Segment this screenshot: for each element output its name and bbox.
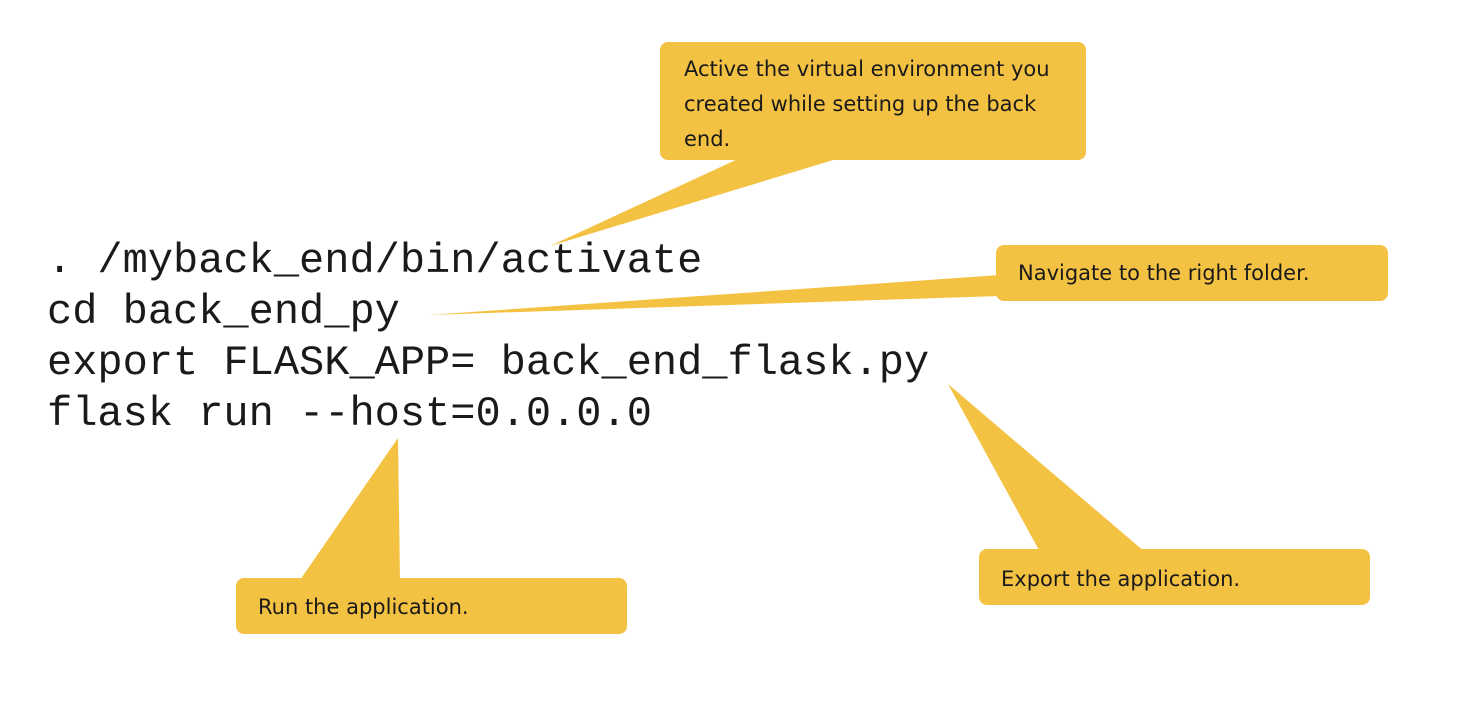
activate-callout-text: Active the virtual environment you creat…: [684, 57, 1050, 151]
navigate-callout-text: Navigate to the right folder.: [1018, 261, 1310, 285]
export-callout-text: Export the application.: [1001, 567, 1241, 591]
navigate-callout: Navigate to the right folder.: [996, 245, 1388, 301]
command-line-flask-run: flask run --host=0.0.0.0: [47, 390, 652, 438]
run-callout: Run the application.: [236, 578, 627, 634]
activate-callout: Active the virtual environment you creat…: [660, 42, 1086, 160]
run-callout-text: Run the application.: [258, 595, 469, 619]
activate-callout-pointer: [550, 158, 840, 246]
export-callout: Export the application.: [979, 549, 1370, 605]
run-callout-pointer: [300, 438, 400, 580]
export-callout-pointer: [948, 384, 1145, 552]
command-line-export: export FLASK_APP= back_end_flask.py: [47, 339, 930, 387]
navigate-callout-pointer: [428, 275, 1000, 315]
command-line-activate: . /myback_end/bin/activate: [47, 237, 703, 285]
command-line-cd: cd back_end_py: [47, 288, 400, 336]
